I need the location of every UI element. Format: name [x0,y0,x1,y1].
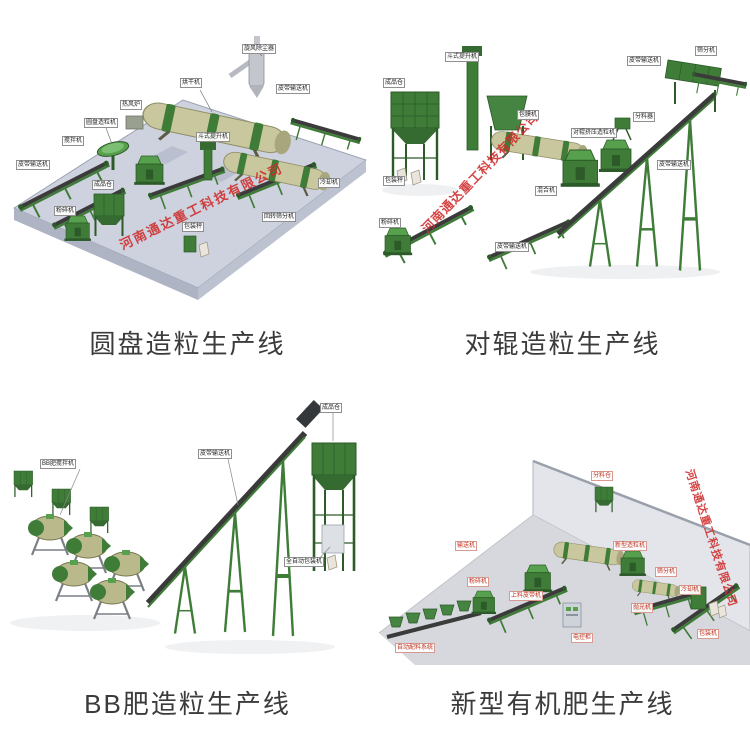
equipment-label: 包装秤 [383,176,406,187]
equipment-label: 全自动包装机 [284,557,325,568]
equipment-label: 筛分机 [655,567,678,578]
panel-disc-line: 河南通达重工科技有限公司 旋风除尘器 烘干机 皮带输送机 热风炉 圆盘造粒机 搅… [0,0,375,375]
equipment-label: 混合机 [535,186,558,197]
equipment-label: 斗式提升机 [445,52,480,63]
equipment-label: 成品仓 [320,403,343,414]
equipment-label: BB肥搅拌机 [40,459,77,470]
organic-line-diagram: 河南通达重工科技有限公司 分料仓 输送机 上料皮带机 新型造粒机 筛分机 冷却机… [375,375,750,670]
equipment-label: 输送机 [455,541,478,552]
roller-line-diagram: 河南通达重工科技有限公司 筛分机 皮带输送机 斗式提升机 包膜机 成品仓 包装秤… [375,0,750,310]
equipment-label: 旋风除尘器 [242,44,277,55]
organic-line-illustration [378,459,750,665]
equipment-label: 冷却机 [318,178,341,189]
equipment-label: 皮带输送机 [16,160,51,171]
equipment-label: 成品仓 [92,180,115,191]
equipment-label: 对辊挤压造粒机 [571,128,618,139]
equipment-label: 粉碎机 [379,218,402,229]
equipment-label: 包膜机 [517,110,540,121]
equipment-label: 成品仓 [383,78,406,89]
bb-line-diagram: BB肥搅拌机 皮带输送机 成品仓 全自动包装机 [0,375,375,670]
equipment-label: 斗式提升机 [196,132,231,143]
equipment-label: 电控柜 [571,633,594,644]
equipment-label: 皮带输送机 [495,242,530,253]
caption-disc-line: 圆盘造粒生产线 [89,329,286,359]
equipment-label: 包装秤 [182,222,205,233]
equipment-label: 圆盘造粒机 [84,118,119,129]
equipment-label: 皮带输送机 [657,160,692,171]
panel-roller-line: 河南通达重工科技有限公司 筛分机 皮带输送机 斗式提升机 包膜机 成品仓 包装秤… [375,0,750,375]
caption-organic-line: 新型有机肥生产线 [450,689,675,719]
equipment-label: 分料仓 [591,471,614,482]
equipment-label: 筛分机 [695,46,718,57]
equipment-label: 自动配料系统 [395,643,436,654]
equipment-label: 烘干机 [180,78,203,89]
caption-roller-line: 对辊造粒生产线 [464,329,661,359]
equipment-label: 粉碎机 [54,206,77,217]
equipment-label: 包装机 [697,629,720,640]
equipment-label: 冷却机 [679,585,702,596]
equipment-label: 皮带输送机 [627,56,662,67]
equipment-label: 上料皮带机 [509,591,544,602]
equipment-label: 抛光机 [631,603,654,614]
roller-line-illustration [381,46,749,279]
disc-line-diagram: 河南通达重工科技有限公司 旋风除尘器 烘干机 皮带输送机 热风炉 圆盘造粒机 搅… [0,0,375,310]
disc-line-illustration [12,36,368,300]
equipment-label: 回转筛分机 [262,212,297,223]
equipment-label: 新型造粒机 [613,541,648,552]
equipment-label: 皮带输送机 [198,449,233,460]
panel-bb-line: BB肥搅拌机 皮带输送机 成品仓 全自动包装机 BB肥造粒生产线 [0,375,375,750]
equipment-label: 粉碎机 [467,577,490,588]
equipment-label: 皮带输送机 [276,84,311,95]
bb-line-illustration [10,399,357,654]
equipment-label: 热风炉 [120,100,143,111]
caption-bb-line: BB肥造粒生产线 [84,689,291,719]
equipment-label: 分料器 [633,112,656,123]
panel-organic-line: 河南通达重工科技有限公司 分料仓 输送机 上料皮带机 新型造粒机 筛分机 冷却机… [375,375,750,750]
equipment-label: 搅拌机 [62,136,85,147]
